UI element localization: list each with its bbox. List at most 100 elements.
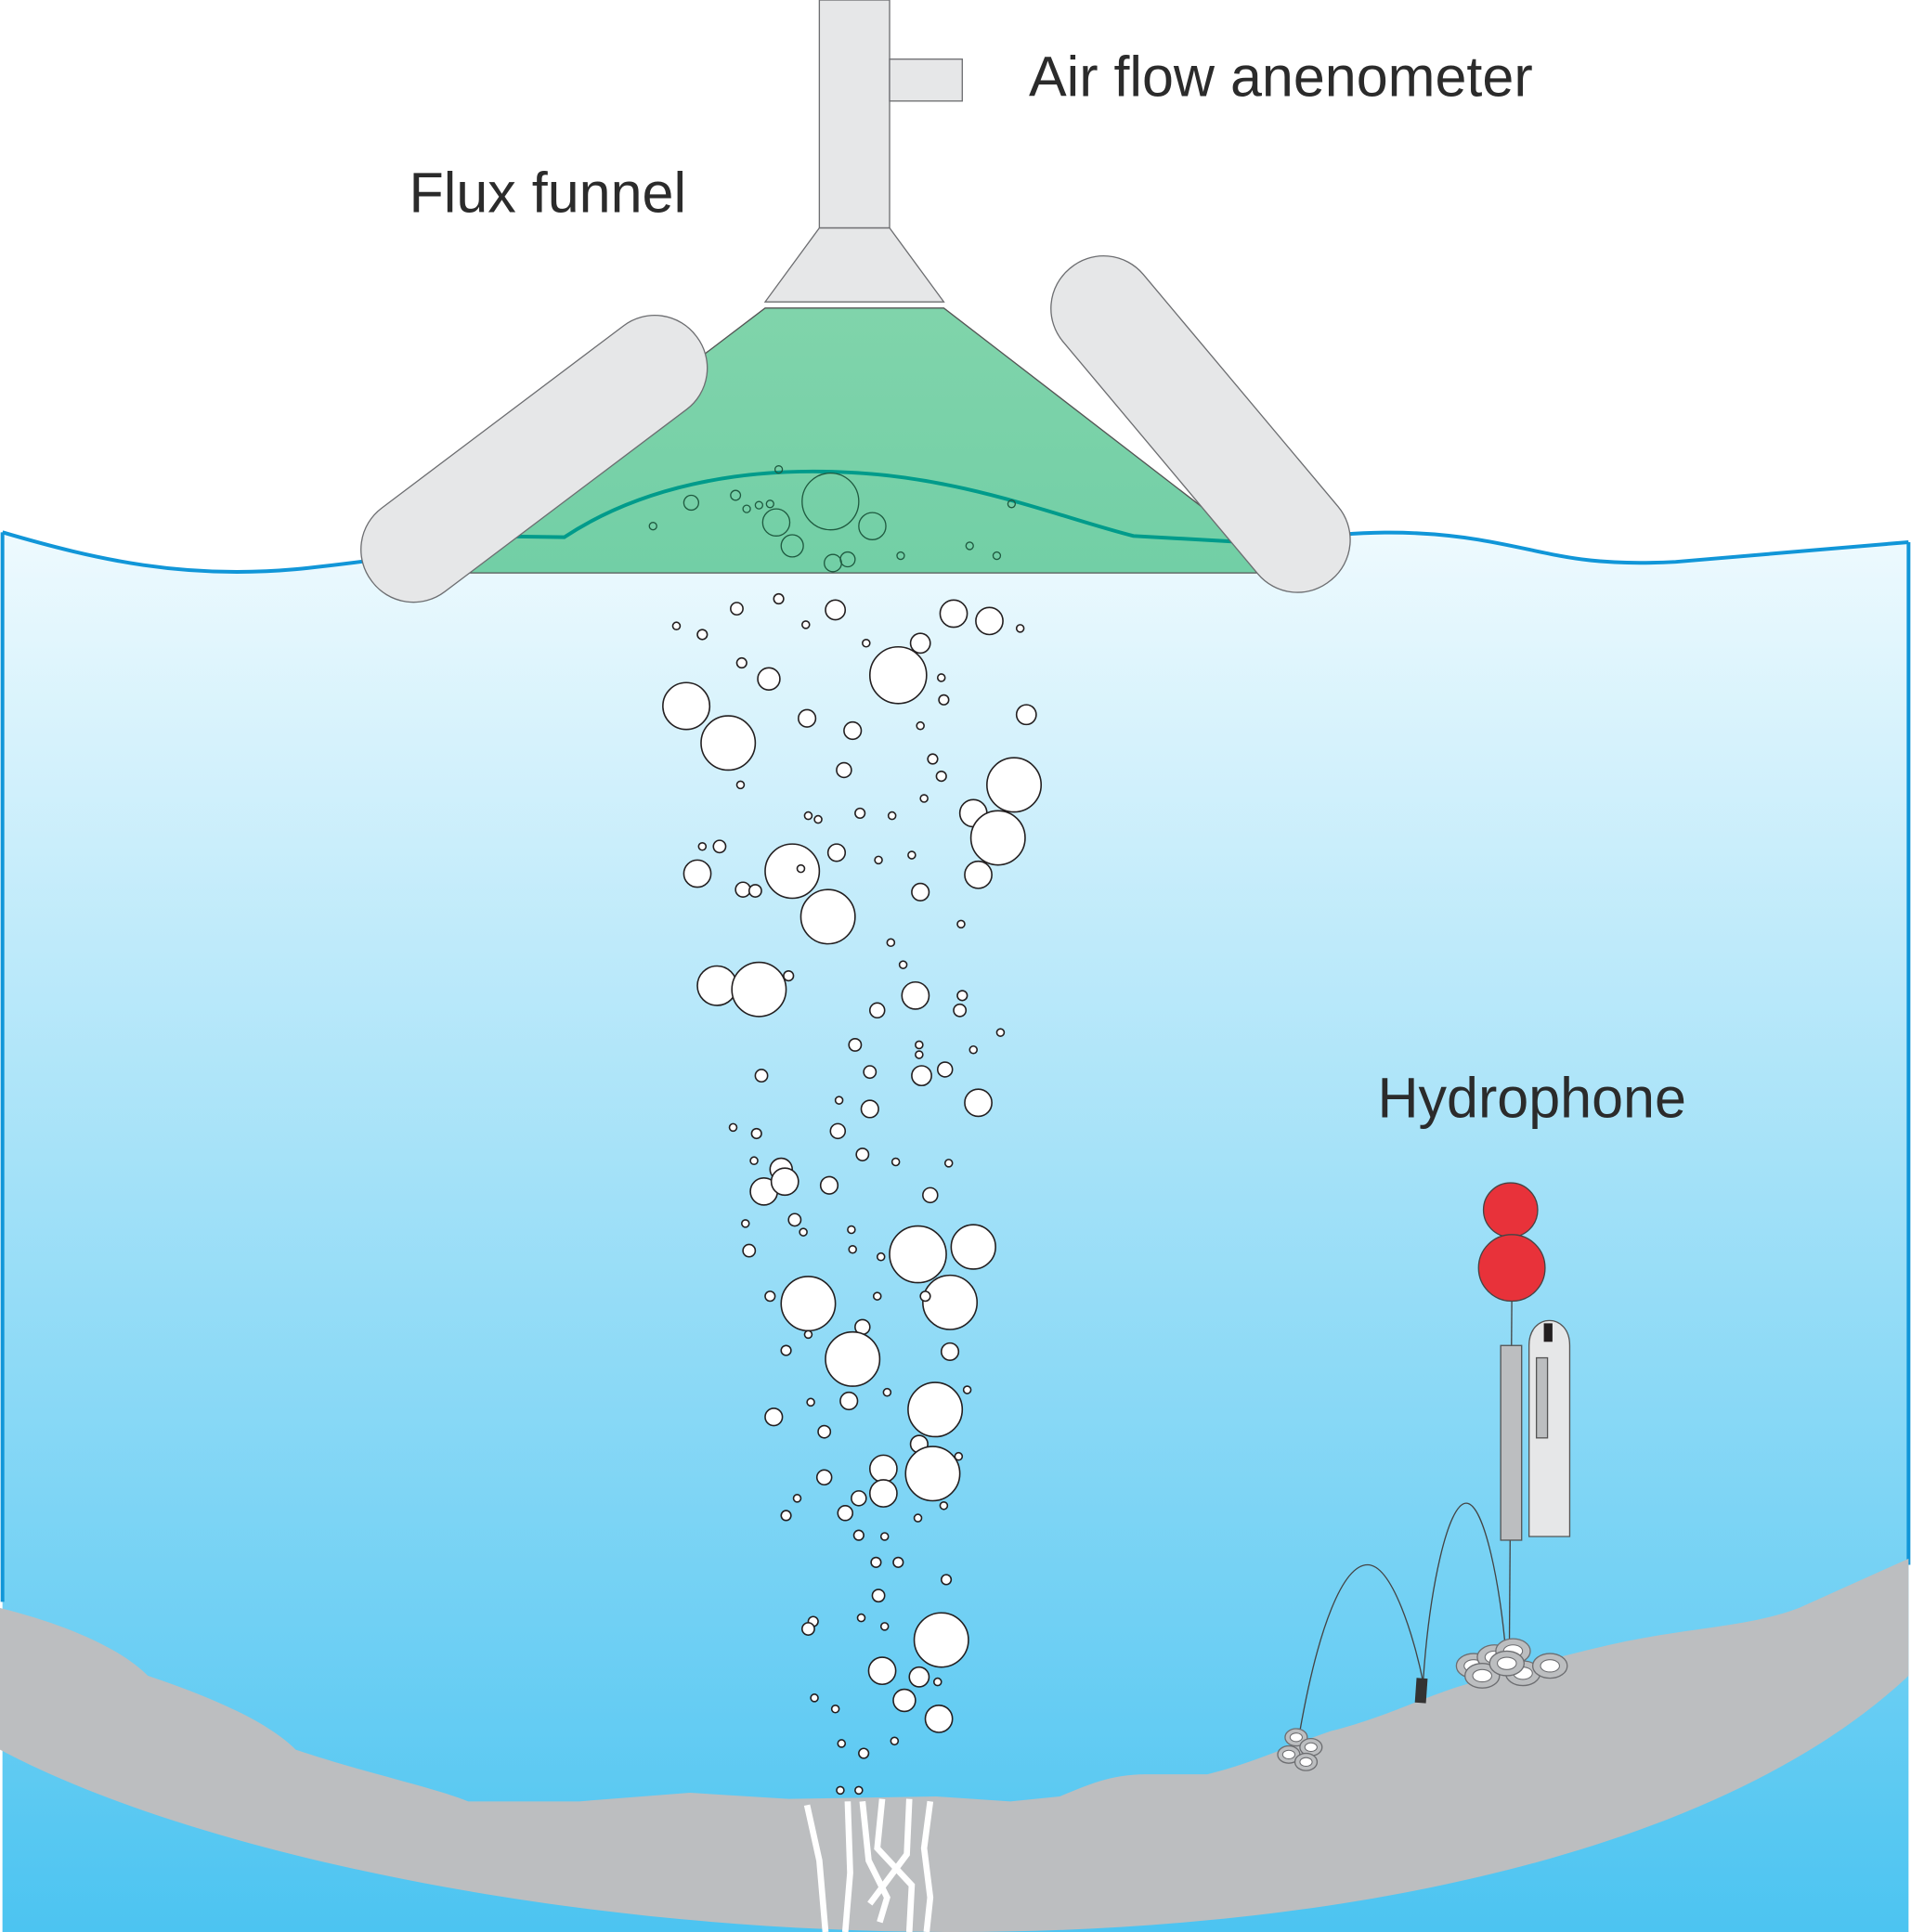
bubble [837, 1739, 847, 1748]
bubble [815, 1469, 833, 1486]
bubble [915, 1050, 924, 1059]
bubble [848, 1038, 863, 1052]
bubble [770, 1167, 800, 1197]
bubble [847, 1225, 856, 1235]
bubble [843, 720, 863, 741]
bubble [916, 720, 925, 731]
bubble [803, 1329, 813, 1340]
bubble [800, 888, 856, 945]
bubble [825, 1330, 881, 1387]
bubble [764, 1290, 776, 1303]
bubble [735, 656, 748, 669]
bubble [728, 1122, 738, 1133]
bubble [696, 629, 708, 641]
bubble [935, 771, 947, 783]
hydrophone-mooring [1277, 1182, 1571, 1771]
bubble [731, 961, 787, 1018]
bubble [954, 1451, 964, 1461]
bubble [749, 1156, 759, 1165]
bubble [799, 1227, 808, 1237]
bubble [874, 855, 883, 865]
bubble [870, 1556, 882, 1568]
bubble [938, 694, 950, 706]
bubble [862, 639, 871, 648]
bubble [748, 884, 762, 898]
bubble [911, 882, 930, 901]
bubble [803, 810, 813, 821]
bubble [825, 599, 847, 621]
bubble [922, 1274, 979, 1330]
bubble [837, 1505, 854, 1522]
bubble [956, 990, 968, 1002]
bubble [810, 1693, 819, 1703]
bubble [882, 1387, 892, 1397]
bubble [801, 1622, 815, 1636]
float-left [360, 314, 708, 603]
trapped-bubble [730, 489, 742, 501]
bubble [801, 620, 811, 629]
bubble [798, 708, 817, 728]
anemometer-box [889, 58, 963, 102]
bubble [730, 602, 744, 616]
bubble [915, 1040, 924, 1050]
bubble [890, 1157, 901, 1167]
trapped-bubble [965, 541, 974, 551]
bubble [780, 1510, 792, 1522]
float-right [1050, 254, 1351, 593]
bubble [932, 1677, 942, 1687]
buoy-top [1482, 1182, 1539, 1238]
bubble [764, 1407, 784, 1427]
bubble [819, 1175, 839, 1195]
trapped-bubble [780, 534, 804, 558]
bubble [919, 1290, 931, 1303]
bubble [889, 1225, 947, 1284]
bubble [939, 599, 968, 629]
bubble [834, 1096, 844, 1105]
bubble [854, 1785, 864, 1796]
label-flux-funnel: Flux funnel [410, 161, 687, 224]
bubble [898, 960, 908, 969]
bubble [671, 621, 682, 630]
bubble [901, 980, 930, 1010]
bubble [851, 1490, 867, 1507]
bubble [836, 761, 852, 779]
recorder-housing [1528, 1319, 1571, 1537]
bubble [868, 1002, 886, 1019]
bubble [860, 1099, 879, 1119]
bubble [868, 1454, 898, 1484]
trapped-bubble [1007, 499, 1017, 509]
bubble [975, 606, 1004, 636]
bubble [913, 1612, 969, 1668]
bubble [757, 667, 781, 692]
trapped-bubble [839, 551, 856, 568]
bubble [890, 1736, 900, 1746]
hydrophone-body [1500, 1344, 1523, 1541]
sensor-block [1414, 1678, 1428, 1704]
funnel-stem [818, 0, 890, 229]
bubble [924, 1705, 954, 1733]
seabed-sediment [0, 1558, 1909, 1932]
bubble [735, 780, 746, 790]
trapped-bubble [801, 472, 860, 531]
bubble [953, 1003, 968, 1018]
bubble [773, 592, 785, 605]
bubble [995, 1028, 1006, 1037]
bubble [863, 1065, 878, 1080]
water-body [2, 532, 1909, 1932]
bubble [886, 938, 896, 948]
bubble [682, 859, 712, 888]
recorder-window [1535, 1356, 1549, 1439]
anchor-weight-hole [1299, 1757, 1313, 1768]
bubble [700, 715, 757, 772]
bubble [787, 1212, 802, 1227]
bubble [855, 1148, 870, 1161]
bubble [780, 1344, 792, 1356]
bubble [939, 1501, 949, 1511]
bubble [750, 1127, 762, 1140]
buoy-bottom [1477, 1234, 1546, 1303]
trapped-gas-line [480, 469, 1245, 544]
anchor-weight-hole [1472, 1668, 1492, 1683]
bubble [792, 1494, 802, 1503]
bubble [829, 1122, 847, 1140]
